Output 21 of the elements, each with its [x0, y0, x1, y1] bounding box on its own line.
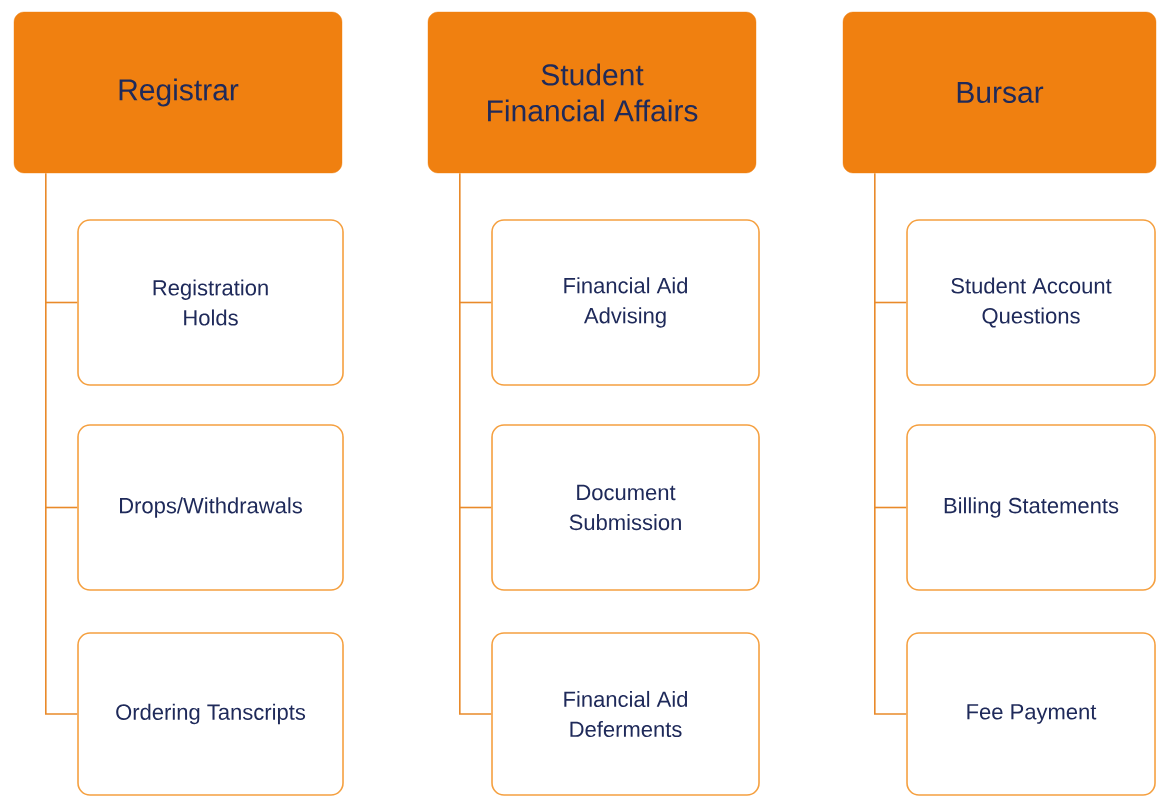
department-box: Student Financial Affairs [427, 11, 757, 174]
connector-line [874, 506, 907, 509]
service-box: Drops/Withdrawals [77, 424, 344, 591]
connector-line [45, 506, 78, 509]
service-box: Ordering Tanscripts [77, 632, 344, 796]
service-box: Fee Payment [906, 632, 1156, 796]
service-box: Billing Statements [906, 424, 1156, 591]
service-box: Financial Aid Advising [491, 219, 760, 386]
connector-line [874, 172, 907, 715]
service-box: Registration Holds [77, 219, 344, 386]
connector-line [459, 506, 492, 509]
department-box: Bursar [842, 11, 1157, 174]
department-box: Registrar [13, 11, 343, 174]
connector-line [45, 172, 78, 715]
service-box: Document Submission [491, 424, 760, 591]
connector-line [874, 301, 907, 304]
connector-line [459, 301, 492, 304]
service-box: Financial Aid Deferments [491, 632, 760, 796]
connector-line [45, 301, 78, 304]
connector-line [459, 172, 492, 715]
service-box: Student Account Questions [906, 219, 1156, 386]
